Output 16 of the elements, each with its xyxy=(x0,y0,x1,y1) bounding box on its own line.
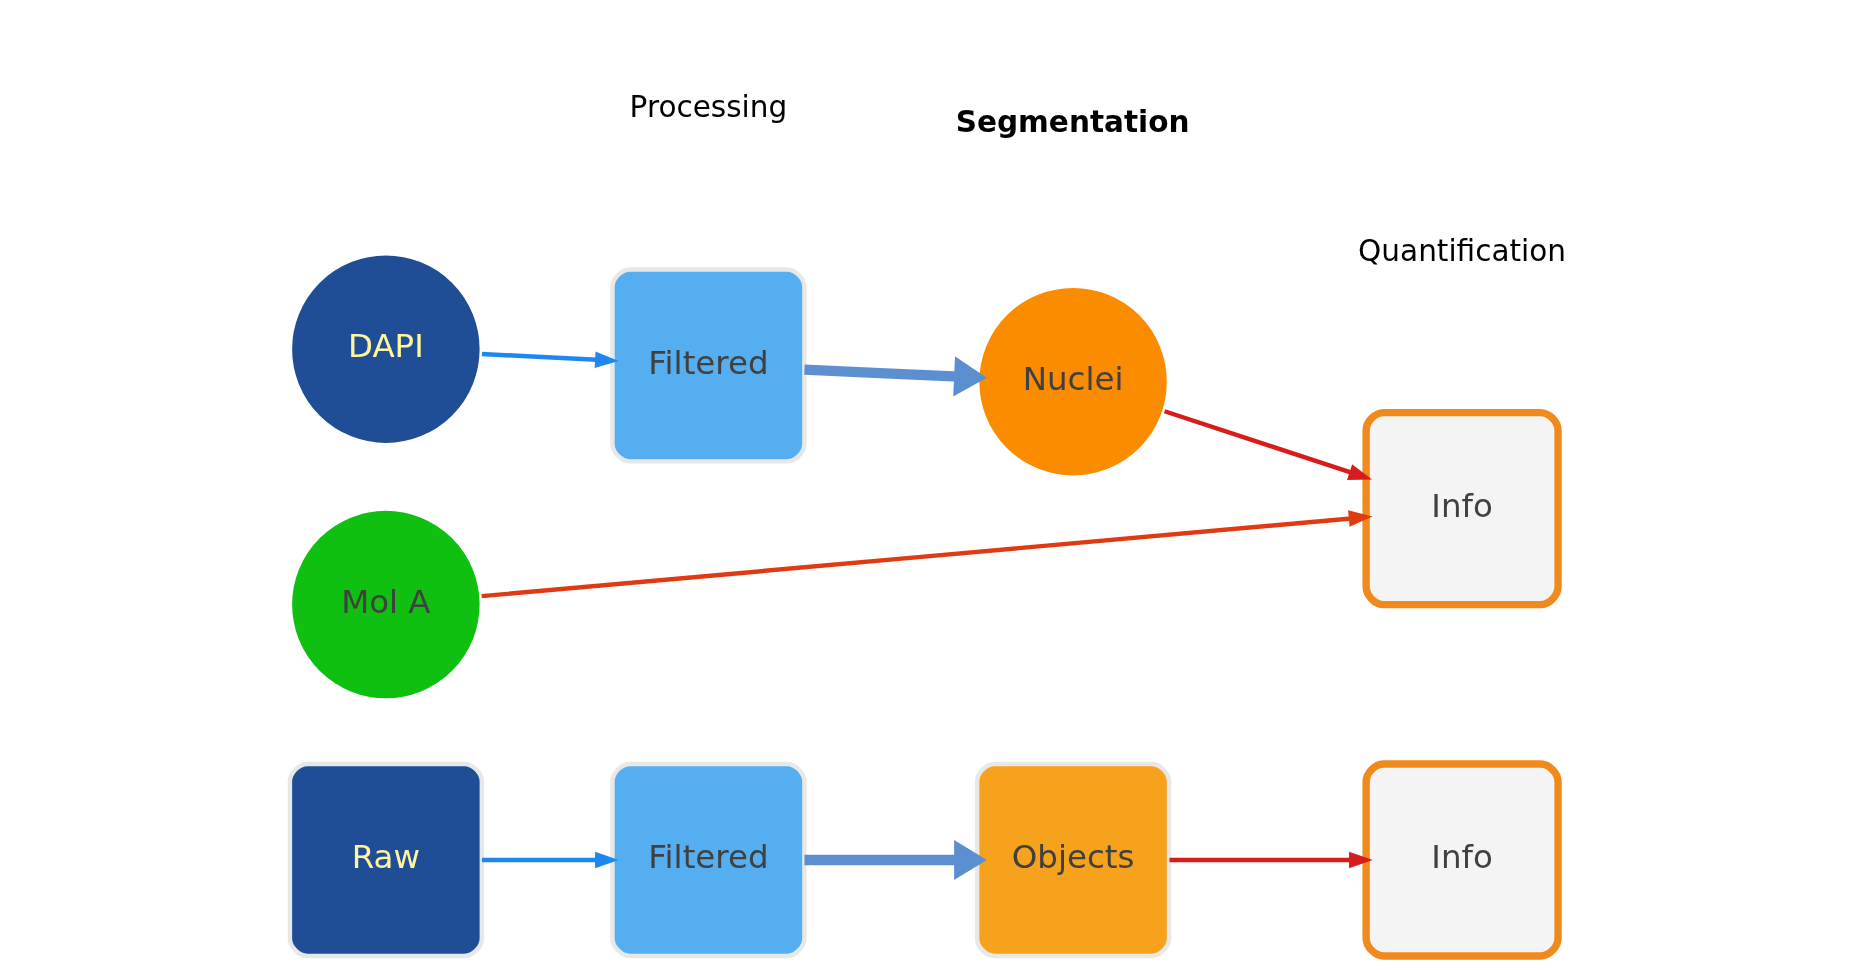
node-box: Filtered xyxy=(610,267,807,464)
arrow xyxy=(1169,851,1373,869)
label: Processing xyxy=(629,90,788,125)
node-box: Info xyxy=(1362,408,1562,609)
arrow xyxy=(481,851,619,869)
arrow xyxy=(804,839,987,881)
arrow xyxy=(804,356,987,397)
node-box: Info xyxy=(1362,760,1562,960)
arrow xyxy=(1163,409,1373,480)
node-box: Objects xyxy=(974,761,1172,959)
arrow xyxy=(481,351,619,368)
label: Segmentation xyxy=(955,105,1190,140)
node-box: Filtered xyxy=(610,761,807,959)
arrow xyxy=(481,510,1373,599)
label: Quantification xyxy=(1358,233,1567,268)
node-box: Raw xyxy=(287,761,485,959)
